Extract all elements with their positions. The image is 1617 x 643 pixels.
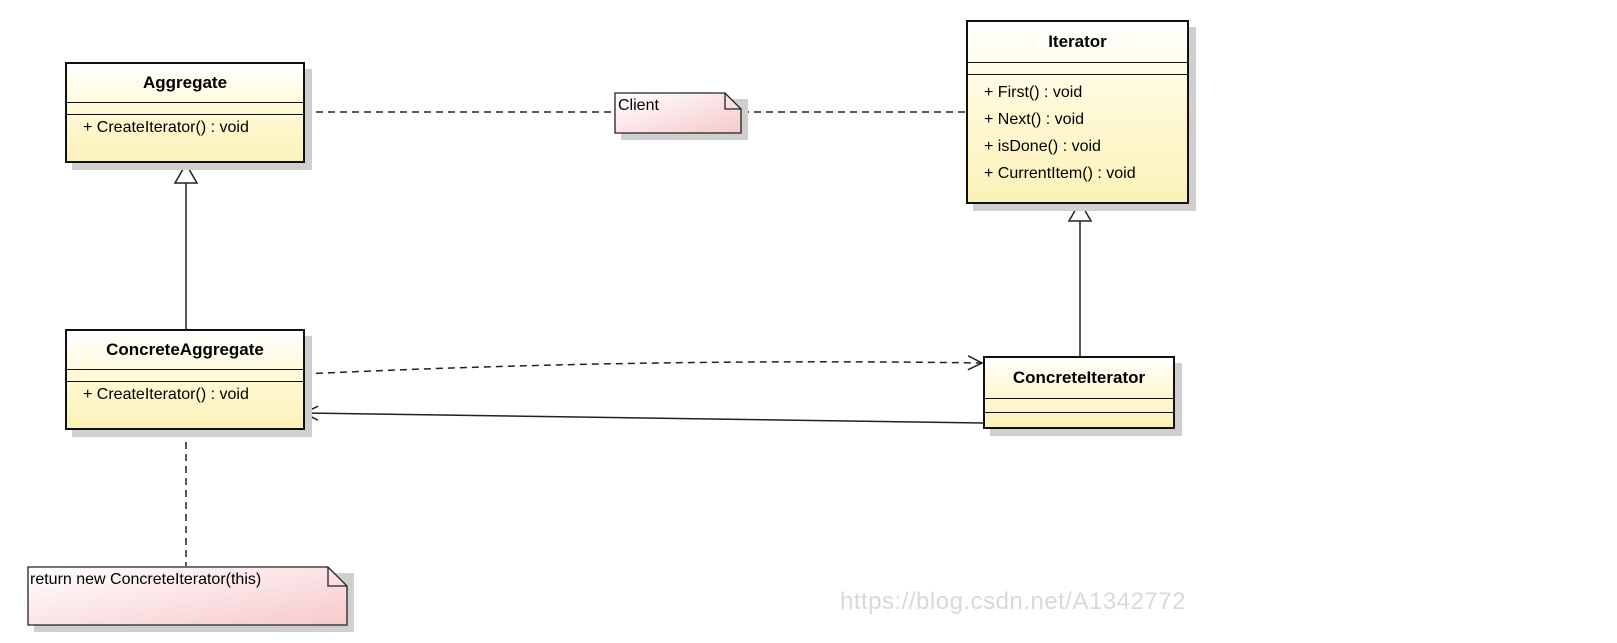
- concrete-aggregate-class-name: ConcreteAggregate: [106, 340, 264, 359]
- concrete-aggregate-operations: + CreateIterator() : void: [67, 381, 303, 404]
- iterator-attributes: [968, 62, 1187, 74]
- iterator-op-currentitem: + CurrentItem() : void: [984, 165, 1136, 182]
- aggregate-class-name: Aggregate: [142, 73, 228, 92]
- create-iterator-note[interactable]: return new ConcreteIterator(this): [27, 566, 354, 632]
- watermark-text: https://blog.csdn.net/A1342772: [840, 588, 1186, 615]
- aggregate-reference-arrow: [304, 413, 984, 424]
- iterator-op-next: + Next() : void: [984, 111, 1085, 128]
- concrete-aggregate-op: + CreateIterator() : void: [83, 386, 249, 403]
- create-dependency-arrow: [303, 362, 982, 375]
- client-note-text: Client: [618, 97, 659, 114]
- client-note[interactable]: Client: [614, 92, 748, 140]
- iterator-op-isdone: + isDone() : void: [984, 138, 1101, 155]
- iterator-op-first: + First() : void: [984, 84, 1083, 101]
- client-note-shape: [614, 92, 748, 140]
- concrete-aggregate-attributes: [67, 369, 303, 381]
- iterator-generalization-arrowhead: [1067, 200, 1093, 222]
- create-iterator-note-shape: [27, 566, 354, 632]
- concrete-iterator-operations: [985, 412, 1173, 427]
- concrete-iterator-class[interactable]: ConcreteIterator: [983, 356, 1175, 429]
- iterator-operations: + First() : void + Next() : void + isDon…: [968, 74, 1187, 187]
- aggregate-generalization-arrowhead: [173, 162, 199, 184]
- concrete-iterator-class-name: ConcreteIterator: [1012, 368, 1146, 387]
- aggregate-attributes: [67, 102, 303, 114]
- aggregate-class[interactable]: Aggregate + CreateIterator() : void: [65, 62, 305, 163]
- concrete-iterator-attributes: [985, 398, 1173, 412]
- iterator-class-name: Iterator: [1048, 32, 1107, 51]
- create-iterator-note-text: return new ConcreteIterator(this): [30, 571, 262, 588]
- concrete-aggregate-class[interactable]: ConcreteAggregate + CreateIterator() : v…: [65, 329, 305, 430]
- iterator-class[interactable]: Iterator + First() : void + Next() : voi…: [966, 20, 1189, 204]
- aggregate-operations: + CreateIterator() : void: [67, 114, 303, 137]
- aggregate-op: + CreateIterator() : void: [83, 119, 249, 136]
